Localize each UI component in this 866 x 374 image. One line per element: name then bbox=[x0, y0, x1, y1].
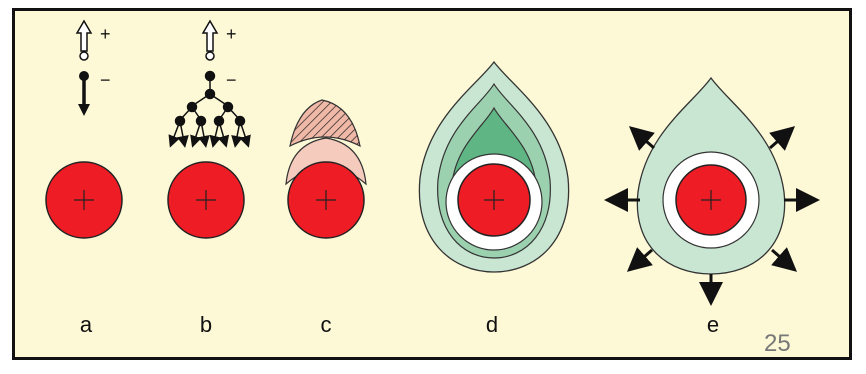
panel-label-c: c bbox=[320, 312, 332, 337]
panel-c bbox=[285, 99, 367, 239]
panel-e bbox=[604, 76, 820, 306]
positive-charge-symbol-b: + bbox=[226, 24, 237, 44]
outward-arrow-icon bbox=[604, 126, 820, 306]
red-core-e bbox=[675, 164, 747, 236]
panel-d bbox=[418, 60, 570, 273]
positive-charge-symbol-a: + bbox=[100, 24, 111, 44]
panel-label-a: a bbox=[79, 312, 93, 337]
panel-b: + − bbox=[167, 19, 251, 239]
red-core-c bbox=[287, 161, 365, 239]
red-core-a bbox=[45, 161, 123, 239]
red-core-b bbox=[167, 161, 245, 239]
panel-a: + − bbox=[45, 19, 123, 239]
branching-tree-icon bbox=[168, 70, 251, 148]
page-number: 25 bbox=[764, 330, 791, 357]
upward-hollow-arrow-icon bbox=[75, 19, 93, 61]
upward-hollow-arrow-icon bbox=[201, 19, 219, 61]
panel-label-d: d bbox=[485, 312, 499, 337]
panel-label-b: b bbox=[199, 312, 213, 337]
negative-charge-symbol-b: − bbox=[226, 70, 237, 90]
negative-charge-symbol-a: − bbox=[100, 70, 111, 90]
panel-label-e: e bbox=[706, 312, 720, 337]
downward-arrow-icon bbox=[78, 71, 90, 116]
red-core-d bbox=[457, 163, 531, 237]
